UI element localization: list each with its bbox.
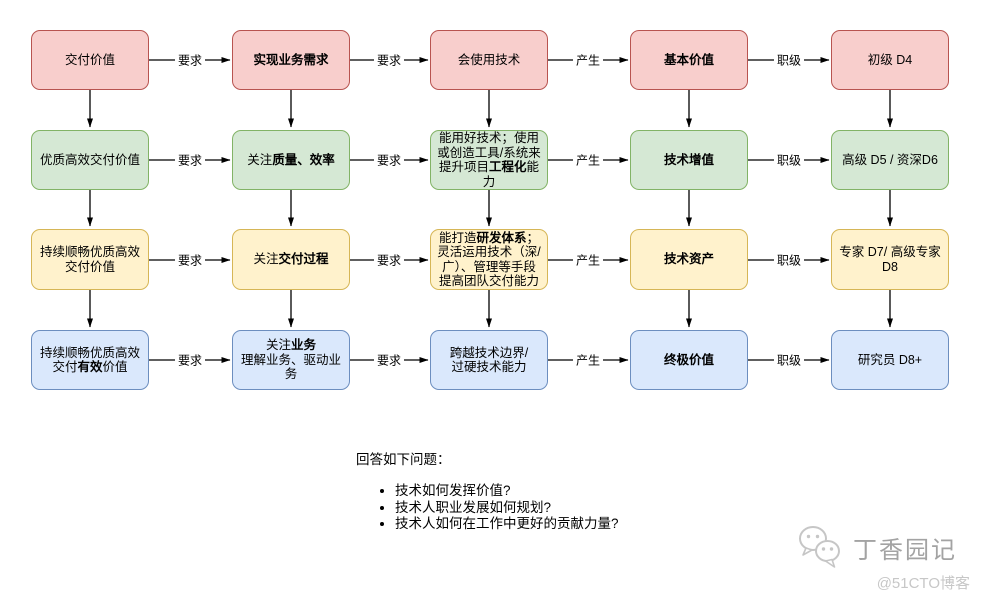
node-label: 交付价值 xyxy=(64,52,115,67)
questions-title: 回答如下问题： xyxy=(356,452,451,467)
node-label: 能用好技术；使用或创造工具/系统来提升项目工程化能力 xyxy=(437,131,541,189)
edge-label-requirement: 要求 xyxy=(373,351,405,369)
node-label: 关注业务理解业务、驱动业务 xyxy=(240,338,341,382)
node-tech-appreciation: 技术增值 xyxy=(630,130,748,190)
node-tech-assets: 技术资产 xyxy=(630,229,748,290)
node-label: 技术资产 xyxy=(663,252,714,267)
questions-list: 技术如何发挥价值? 技术人职业发展如何规划? 技术人如何在工作中更好的贡献力量? xyxy=(356,483,619,533)
node-build-rd-system: 能打造研发体系；灵活运用技术（深/广）、管理等手段提高团队交付能力 xyxy=(430,229,548,290)
node-sustained-effective-value: 持续顺畅优质高效交付有效价值 xyxy=(31,330,149,390)
node-realize-business-needs: 实现业务需求 xyxy=(232,30,350,90)
edge-label-requirement: 要求 xyxy=(174,251,206,269)
edge-label-produce: 产生 xyxy=(572,251,604,269)
node-focus-business: 关注业务理解业务、驱动业务 xyxy=(232,330,350,390)
node-focus-quality-efficiency: 关注质量、效率 xyxy=(232,130,350,190)
node-rank-expert-d7-d8: 专家 D7/ 高级专家 D8 xyxy=(831,229,949,290)
node-label: 优质高效交付价值 xyxy=(39,152,140,167)
node-label: 终极价值 xyxy=(663,352,714,367)
node-label: 跨越技术边界/过硬技术能力 xyxy=(449,345,529,375)
edge-label-rank: 职级 xyxy=(773,151,805,169)
node-basic-value: 基本价值 xyxy=(630,30,748,90)
node-label: 关注质量、效率 xyxy=(247,152,335,167)
edge-label-produce: 产生 xyxy=(572,51,604,69)
node-label: 持续顺畅优质高效交付价值 xyxy=(39,245,140,274)
node-use-tech-well: 能用好技术；使用或创造工具/系统来提升项目工程化能力 xyxy=(430,130,548,190)
node-quality-efficient-delivery: 优质高效交付价值 xyxy=(31,130,149,190)
node-label: 专家 D7/ 高级专家 D8 xyxy=(839,245,941,274)
edge-label-produce: 产生 xyxy=(572,151,604,169)
node-deliver-value: 交付价值 xyxy=(31,30,149,90)
edge-label-requirement: 要求 xyxy=(174,51,206,69)
wechat-bubbles-icon xyxy=(799,526,840,568)
node-label: 研究员 D8+ xyxy=(857,352,923,367)
edge-label-requirement: 要求 xyxy=(373,51,405,69)
node-cross-tech-boundary: 跨越技术边界/过硬技术能力 xyxy=(430,330,548,390)
node-label: 实现业务需求 xyxy=(253,52,329,67)
edge-label-requirement: 要求 xyxy=(373,151,405,169)
edge-label-produce: 产生 xyxy=(572,351,604,369)
watermark-name: 丁香园记 xyxy=(853,536,957,564)
node-label: 技术增值 xyxy=(663,152,714,167)
node-ultimate-value: 终极价值 xyxy=(630,330,748,390)
node-rank-senior-d5-d6: 高级 D5 / 资深D6 xyxy=(831,130,949,190)
edge-label-rank: 职级 xyxy=(773,251,805,269)
node-label: 会使用技术 xyxy=(457,52,521,67)
watermark-credit: @51CTO博客 xyxy=(876,575,970,591)
edge-label-rank: 职级 xyxy=(773,51,805,69)
node-rank-researcher-d8plus: 研究员 D8+ xyxy=(831,330,949,390)
question-item: 技术如何发挥价值? xyxy=(395,483,619,500)
question-item: 技术人职业发展如何规划? xyxy=(395,500,619,517)
edge-label-requirement: 要求 xyxy=(174,351,206,369)
edge-label-requirement: 要求 xyxy=(373,251,405,269)
node-rank-junior-d4: 初级 D4 xyxy=(831,30,949,90)
node-focus-delivery-process: 关注交付过程 xyxy=(232,229,350,290)
watermark: 丁香园记 @51CTO博客 xyxy=(796,524,970,591)
node-label: 能打造研发体系；灵活运用技术（深/广）、管理等手段提高团队交付能力 xyxy=(437,230,541,289)
node-can-use-tech: 会使用技术 xyxy=(430,30,548,90)
node-sustained-smooth-delivery: 持续顺畅优质高效交付价值 xyxy=(31,229,149,290)
node-label: 关注交付过程 xyxy=(253,252,329,267)
question-item: 技术人如何在工作中更好的贡献力量? xyxy=(395,516,619,533)
node-label: 高级 D5 / 资深D6 xyxy=(842,152,938,167)
node-label: 基本价值 xyxy=(663,52,714,67)
node-label: 初级 D4 xyxy=(867,52,913,67)
questions-block: 回答如下问题： 技术如何发挥价值? 技术人职业发展如何规划? 技术人如何在工作中… xyxy=(356,448,619,533)
node-label: 持续顺畅优质高效交付有效价值 xyxy=(39,345,140,375)
edge-label-requirement: 要求 xyxy=(174,151,206,169)
edge-label-rank: 职级 xyxy=(773,351,805,369)
